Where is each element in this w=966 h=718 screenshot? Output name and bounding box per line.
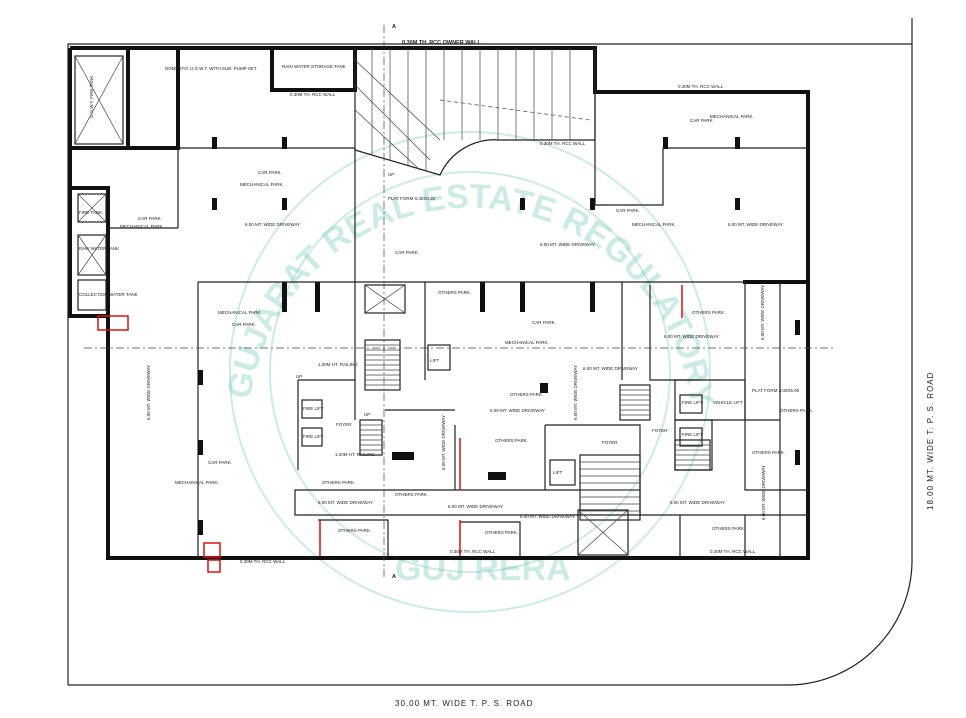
label-railing-1: 1.20M HT. RAILING — [318, 362, 358, 367]
label-others-park-1: OTHERS PARK. — [438, 290, 471, 295]
section-ref-bottom: A — [392, 574, 396, 580]
label-car-park-6: CAR PARK. — [232, 322, 256, 327]
road-label-right: 18.00 MT. WIDE T. P. S. ROAD — [926, 372, 935, 510]
label-raw-water: RAW WATER TANK — [79, 246, 119, 251]
label-others-park-11: OTHERS PARK. — [712, 526, 745, 531]
main-staircase — [354, 48, 596, 176]
label-others-park-4: OTHERS PARK. — [322, 480, 355, 485]
label-mech-park-7: MECHANICAL PARK. — [175, 480, 219, 485]
label-driveway-6: 6.00 MT. WIDE DRIVEWAY — [490, 408, 545, 413]
label-lift-1: LIFT — [430, 358, 440, 363]
room-labels: 0.30M TH. RCC OWNER WALL DOMESTIC U.G.W.… — [79, 40, 813, 564]
label-driveway-7: 6.00 MT. WIDE DRIVEWAY — [318, 500, 373, 505]
label-foyer-3: FOYER — [652, 428, 668, 433]
service-boxes — [97, 315, 221, 573]
label-others-park-3: OTHERS PARK. — [495, 438, 528, 443]
section-line: A A — [84, 24, 835, 580]
label-driveway-1: 6.00 MT. WIDE DRIVEWAY — [245, 222, 300, 227]
label-platform-stair: PLAT FORM 0.30X0.30 — [388, 196, 436, 201]
label-vehicle-lift: VEHICLE LIFT — [713, 400, 743, 405]
label-car-park-8: CAR PARK. — [208, 460, 232, 465]
label-fire-tank: FIRE TANK — [79, 210, 102, 215]
label-driveway-3: 6.00 MT. WIDE DRIVEWAY — [728, 222, 783, 227]
label-fire-lift-4: FIRE LIFT — [682, 432, 703, 437]
label-fire-lift-3: FIRE LIFT — [682, 400, 703, 405]
label-fire-lift-1: FIRE LIFT — [303, 406, 324, 411]
label-driveway-15: 6.00 MT. WIDE DRIVEWAY — [760, 285, 765, 340]
label-railing-2: 1.20M HT. RAILING — [335, 452, 375, 457]
label-driveway-12: 6.00 MT. WIDE DRIVEWAY — [441, 415, 446, 470]
label-mech-park-3: MECHANICAL PARK. — [710, 114, 754, 119]
label-up-3: UP — [364, 412, 370, 417]
label-mech-park-4: MECHANICAL PARK. — [632, 222, 676, 227]
label-rcc-wall-2: 0.30M TH. RCC WALL — [540, 141, 586, 146]
label-driveway-10: 6.00 MT. WIDE DRIVEWAY — [670, 500, 725, 505]
label-ugwt: U.G.W.T. FIRE TANK — [89, 76, 94, 118]
label-car-park-1: CAR PARK. — [258, 170, 282, 175]
label-lift-2: LIFT — [553, 470, 563, 475]
label-mech-park-6: MECHANICAL PARK. — [505, 340, 549, 345]
label-rcc-wall-3: 0.30M TH. RCC WALL — [678, 84, 724, 89]
label-mech-park-2: MECHANICAL PARK. — [120, 224, 164, 229]
section-ref-top: A — [392, 24, 396, 30]
label-mech-park-5: MECHANICAL PARK. — [218, 310, 262, 315]
label-car-park-5: CAR PARK. — [616, 208, 640, 213]
owner-wall-note: 0.30M TH. RCC OWNER WALL — [402, 40, 481, 46]
label-driveway-13: 6.00 MT. WIDE DRIVEWAY — [573, 365, 578, 420]
label-up-2: UP — [296, 374, 302, 379]
site-boundary — [67, 18, 913, 686]
label-rcc-wall-6: 0.30M TH. RCC WALL — [710, 549, 756, 554]
inner-structure — [108, 92, 808, 558]
label-others-park-8: OTHERS PARK. — [692, 310, 725, 315]
label-driveway-11: 6.00 MT. WIDE DRIVEWAY — [146, 365, 151, 420]
label-others-park-5: OTHERS PARK. — [395, 492, 428, 497]
lift-shafts — [74, 55, 703, 556]
label-driveway-5: 6.00 MT. WIDE DRIVEWAY — [583, 366, 638, 371]
label-rcc-wall-1: 0.30M TH. RCC WALL — [290, 92, 336, 97]
label-rcc-wall-5: 0.30M TH. RCC WALL — [450, 549, 496, 554]
structural-columns — [198, 137, 800, 535]
label-car-park-4: CAR PARK. — [690, 118, 714, 123]
label-car-park-3: CAR PARK. — [395, 250, 419, 255]
label-car-park-7: CAR PARK. — [532, 320, 556, 325]
label-rcc-wall-4: 0.30M TH. RCC WALL — [240, 559, 286, 564]
label-platform-vehicle: PLAT FORM 3.00X5.00 — [752, 388, 800, 393]
road-label-bottom: 30.00 MT. WIDE T. P. S. ROAD — [395, 699, 533, 708]
label-others-park-9: OTHERS PARK. — [780, 408, 813, 413]
label-rain-tank: RAIN WATER STORAGE TANK — [282, 64, 346, 69]
label-foyer-1: FOYER — [336, 422, 352, 427]
label-others-park-6: OTHERS PARK. — [338, 528, 371, 533]
label-driveway-14: 6.00 MT. WIDE DRIVEWAY — [761, 465, 766, 520]
label-collection-tank: COLLECTION WATER TANK — [79, 292, 138, 297]
outer-walls — [68, 46, 810, 560]
label-others-park-2: OTHERS PARK. — [510, 392, 543, 397]
label-mech-park-1: MECHANICAL PARK. — [240, 182, 284, 187]
label-others-park-7: OTHERS PARK. — [485, 530, 518, 535]
label-up-1: UP — [388, 172, 394, 177]
label-foyer-2: FOYER — [602, 440, 618, 445]
label-driveway-2: 6.00 MT. WIDE DRIVEWAY — [540, 242, 595, 247]
label-fire-lift-2: FIRE LIFT — [303, 434, 324, 439]
label-driveway-8: 6.00 MT. WIDE DRIVEWAY — [448, 504, 503, 509]
watermark-bottom-text: GUJ RERA — [395, 550, 571, 588]
label-car-park-2: CAR PARK. — [138, 216, 162, 221]
label-driveway-9: 6.00 MT. WIDE DRIVEWAY — [520, 514, 575, 519]
secondary-stairs — [359, 339, 711, 521]
label-others-park-10: OTHERS PARK. — [752, 450, 785, 455]
label-driveway-4: 6.00 MT. WIDE DRIVEWAY — [664, 334, 719, 339]
label-domestic-tank: DOMESTIC U.G.W.T. WITH SUB. PUMP SET — [165, 66, 257, 71]
